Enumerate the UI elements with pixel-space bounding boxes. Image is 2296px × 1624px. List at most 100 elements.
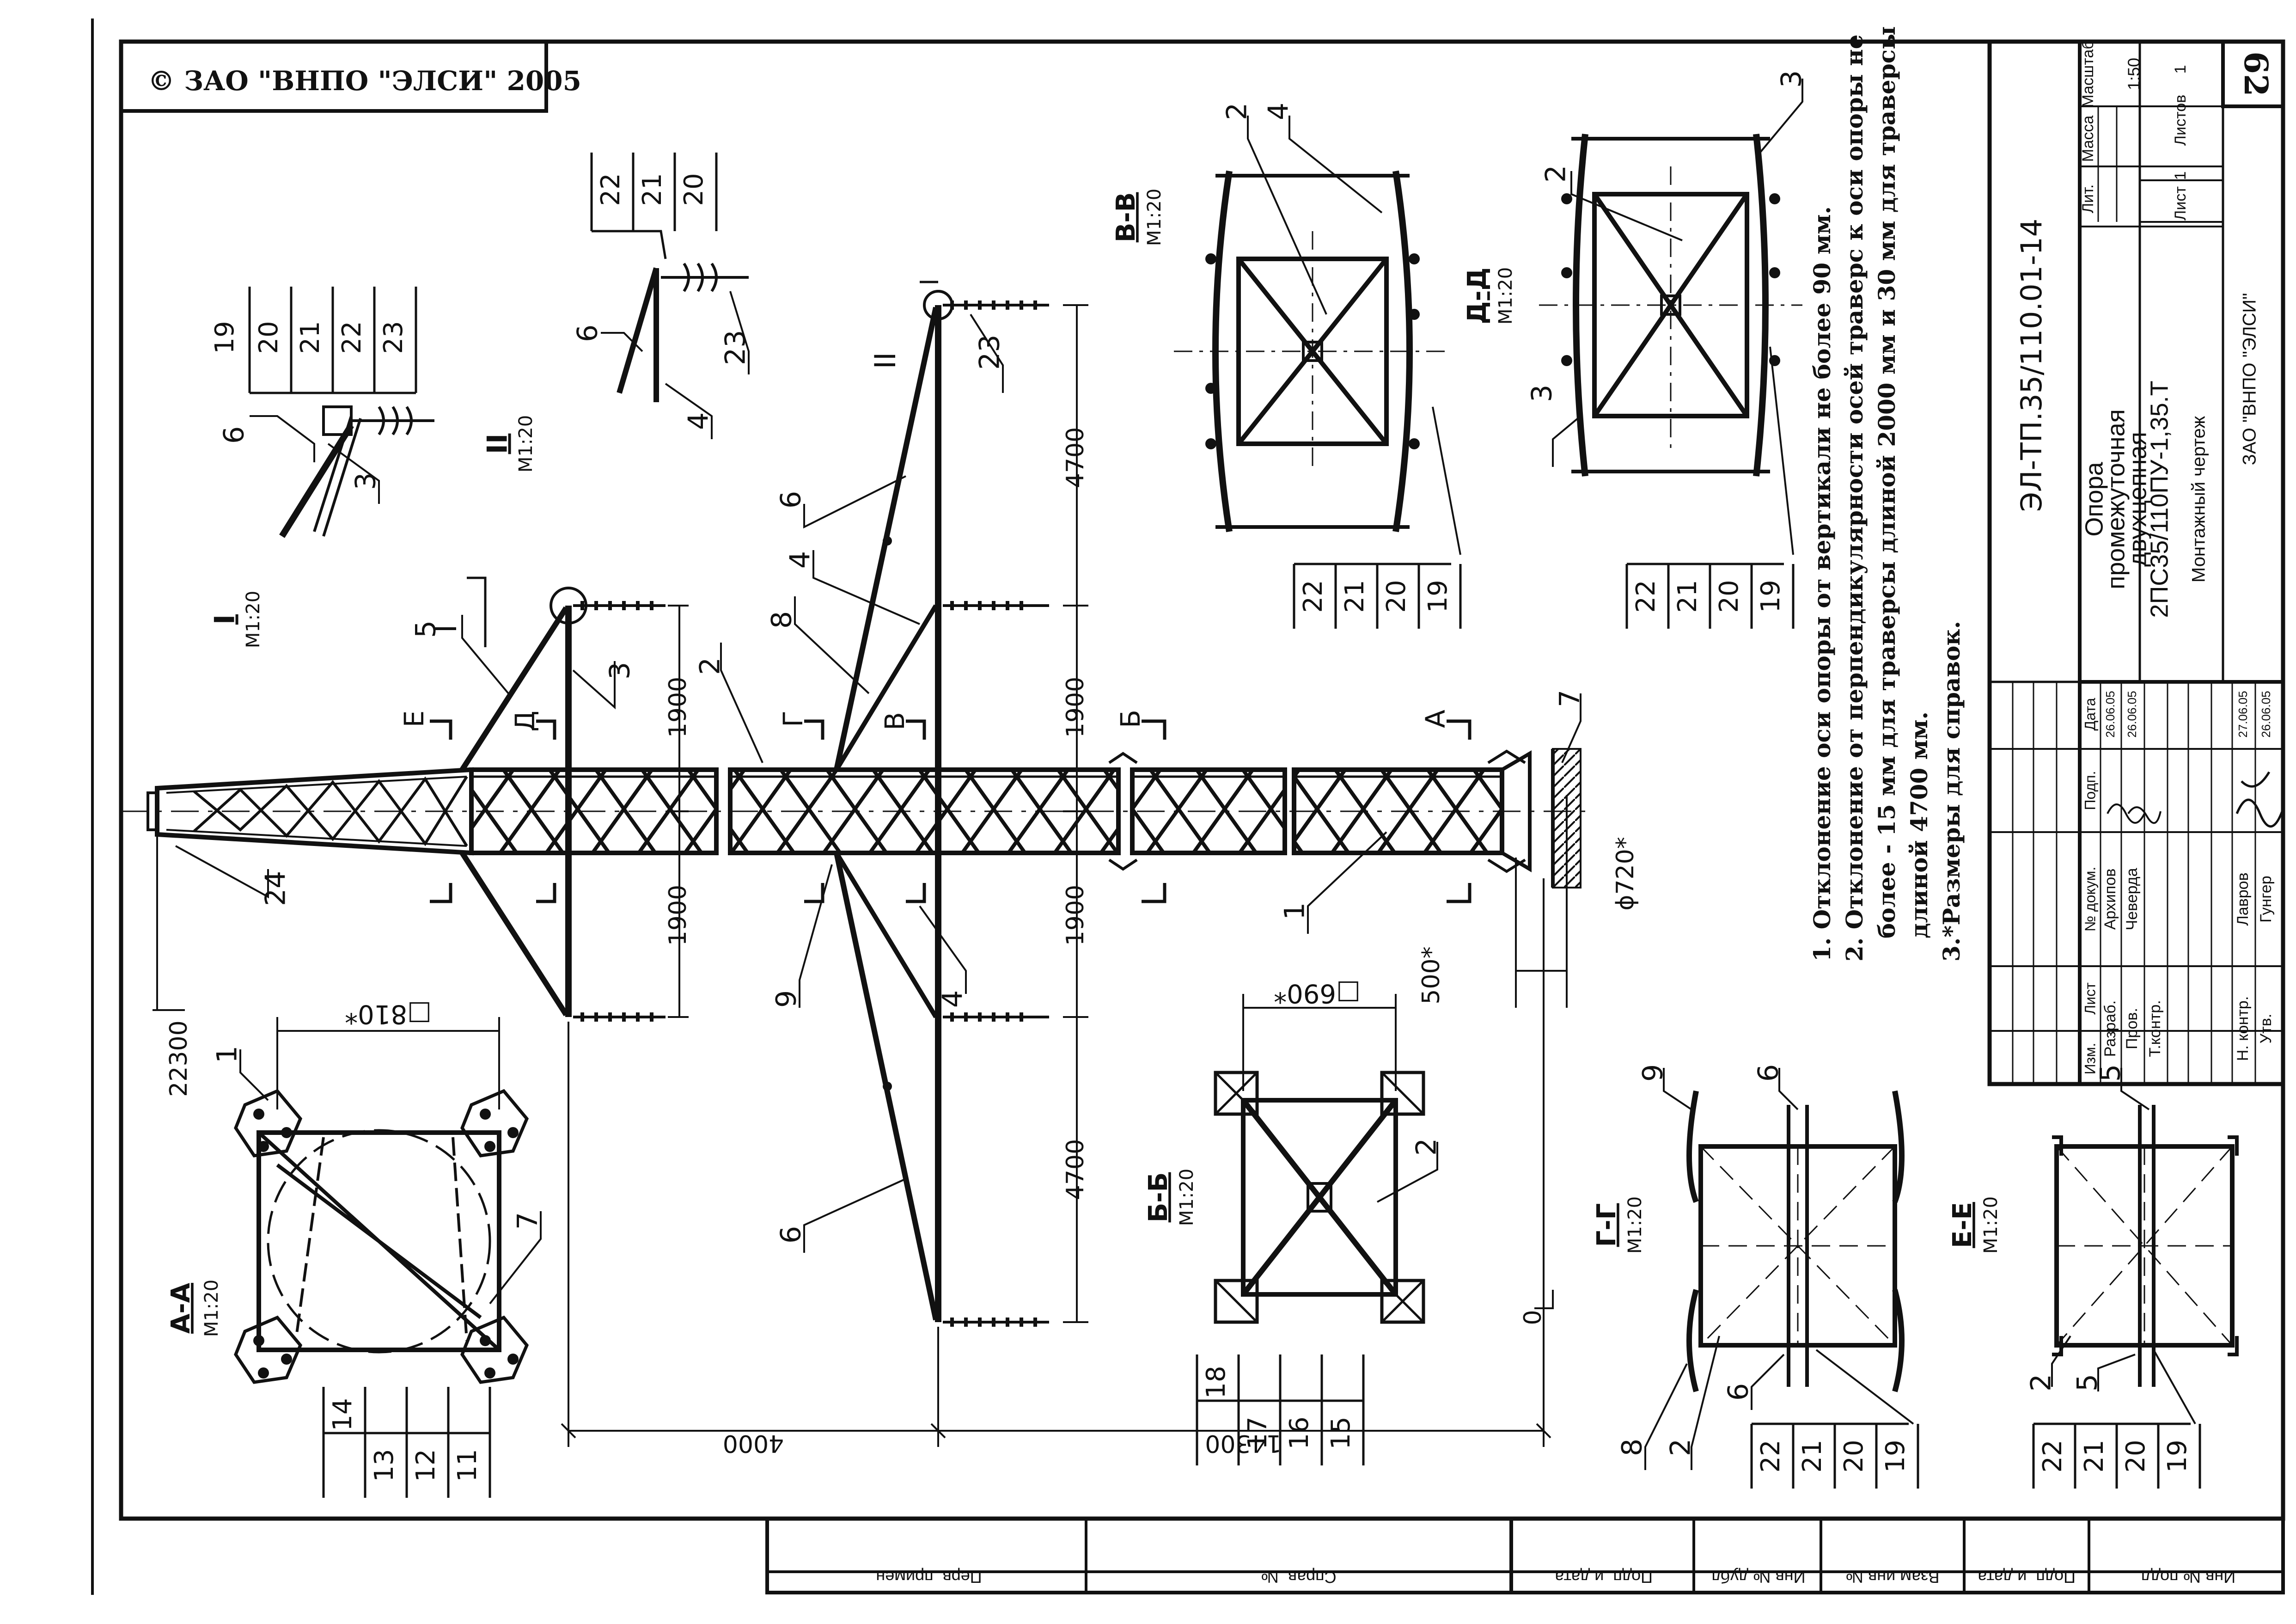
stamp-podp-data-2: Подп. и дата (1554, 1568, 1653, 1587)
stamp-strip: Инв.№ подл. Подп. и дата Взам.инв.№ Инв.… (765, 1519, 2285, 1594)
stamp-inv-dubl: Инв.№ дубл. (1707, 1568, 1806, 1587)
cut-mark-v: В (879, 712, 910, 730)
dim-0: 0 (1519, 1310, 1547, 1325)
date-checker: 26.06.05 (2125, 691, 2139, 737)
node-i-callout-3: 3 (350, 472, 382, 490)
vv-scale: М1:20 (1144, 189, 1165, 246)
cut-mark-a: А (1420, 710, 1451, 728)
scale-header: Масштаб (2079, 40, 2097, 107)
sheet-label: Лист (2172, 186, 2189, 221)
callout-3: 3 (604, 662, 636, 680)
title-line: промежуточная (2102, 409, 2130, 589)
node-mark-ii: II (868, 352, 902, 369)
dd-table-cell: 20 (1714, 580, 1744, 613)
dd-table-cell: 22 (1631, 580, 1661, 613)
vv-table: 22 21 20 19 (1293, 406, 1462, 629)
bb-table-cell: 15 (1326, 1416, 1356, 1449)
gg-callout-9: 9 (1637, 1064, 1669, 1082)
callout-7: 7 (1554, 690, 1586, 707)
bb-table-cell: 16 (1284, 1416, 1314, 1449)
vv-callout-4: 4 (1263, 103, 1295, 120)
role-approver: Утв. (2257, 1014, 2275, 1044)
gg-callout-6-bottom: 6 (1722, 1383, 1755, 1401)
scale-value: 1:50 (2125, 58, 2143, 90)
sheets-value: 1 (2172, 65, 2189, 74)
callout-6-upper: 6 (775, 491, 807, 509)
dim-14300: 14300 (1205, 1429, 1281, 1457)
aa-title: А-А (166, 1282, 196, 1334)
node-ii-table-cell: 22 (596, 173, 626, 206)
dd-callout-3-top: 3 (1776, 70, 1808, 88)
node-ii-title: II (482, 434, 514, 454)
cut-mark-b: Б (1115, 710, 1146, 728)
aa-callout-7: 7 (512, 1212, 544, 1230)
drawing-code: ЭЛ-ТП.35/110.01-14 (2015, 219, 2048, 512)
title-line: двухцепная (2124, 432, 2151, 567)
ee-table-cell: 20 (2121, 1440, 2151, 1472)
aa-table-cell: 11 (452, 1449, 482, 1482)
node-i-table-cell: 19 (210, 321, 240, 354)
bb-table-cell: 18 (1201, 1366, 1231, 1398)
aa-dim: □810* (345, 999, 432, 1029)
dim-500: 500* (1417, 946, 1445, 1004)
role-checker: Пров. (2123, 1008, 2141, 1049)
node-ii-table-cell: 21 (637, 173, 667, 206)
aa-callout-1: 1 (211, 1046, 244, 1063)
node-i-title: I (209, 614, 241, 625)
ee-table-cell: 22 (2038, 1440, 2068, 1472)
gg-scale: М1:20 (1624, 1196, 1646, 1254)
callout-9: 9 (770, 990, 803, 1008)
dd-title: Д-Д (1462, 268, 1492, 325)
section-ee: 5 2 5 Е-Е М1:20 22 21 20 19 (1948, 1064, 2239, 1489)
col-header-sign: Подп. (2082, 771, 2098, 810)
node-ii-scale: М1:20 (515, 415, 537, 472)
main-callouts: 24 5 3 2 8 4 6 6 9 4 1 7 23 (175, 313, 1586, 1253)
name-norm-control: Лавров (2234, 872, 2252, 925)
ee-title: Е-Е (1948, 1202, 1978, 1248)
node-i-scale: М1:20 (243, 591, 264, 648)
callout-4-lower: 4 (937, 990, 969, 1008)
gg-table-cell: 21 (1797, 1440, 1827, 1472)
callout-2: 2 (694, 657, 727, 675)
gg-callout-6-top: 6 (1753, 1064, 1785, 1082)
dd-table-cell: 19 (1756, 580, 1786, 613)
gg-title: Г-Г (1592, 1203, 1622, 1247)
name-approver: Гунгер (2257, 876, 2275, 922)
note-line: 3.*Размеры для справок. (1938, 621, 1965, 962)
dim-1900-upper-short: 1900 (664, 677, 692, 738)
vv-table-cell: 21 (1340, 580, 1370, 613)
signature-scribble (2107, 803, 2162, 824)
name-developer: Архипов (2101, 869, 2119, 930)
drawing-type: Монтажный чертеж (2189, 416, 2209, 582)
section-aa: □810* 1 7 А-А М1:20 14 13 12 11 (166, 999, 544, 1498)
node-ii-table: 22 21 20 (590, 153, 718, 259)
sheet-value: 1 (2172, 172, 2189, 180)
stamp-perv-primen: Перв. примен. (871, 1568, 982, 1587)
date-developer: 26.06.05 (2103, 691, 2117, 737)
cut-marks: Е Д Г В Б А I II (398, 281, 1472, 903)
cut-mark-g: Г (777, 711, 809, 727)
node-ii-callout-23: 23 (720, 330, 752, 365)
dd-callout-2: 2 (1540, 165, 1572, 183)
title-block: ЭЛ-ТП.35/110.01-14 Опора промежуточная д… (1987, 39, 2285, 1086)
col-header-doc: № докум. (2082, 867, 2098, 932)
stamp-podp-data-1: Подп. и дата (1977, 1568, 2076, 1587)
ee-callout-2: 2 (2025, 1374, 2058, 1391)
ee-table-cell: 21 (2079, 1440, 2109, 1472)
gg-callout-2: 2 (1665, 1439, 1697, 1456)
col-header-date: Дата (2082, 698, 2098, 730)
dd-callout-3-bottom: 3 (1526, 385, 1558, 402)
bb-table-cell: 17 (1243, 1416, 1273, 1449)
bb-callout-2: 2 (1411, 1138, 1443, 1156)
section-bb: □690* 2 Б-Б М1:20 18 17 16 15 (1143, 978, 1443, 1465)
node-ii-callout-4: 4 (683, 412, 715, 430)
ee-callout-5-bottom: 5 (2071, 1374, 2104, 1391)
note-line: 2. Отклонение от перпендикулярности осей… (1841, 34, 1868, 962)
vv-table-cell: 22 (1298, 580, 1328, 613)
main-view: 1900 1900 4700 1900 1900 4700 4000 14300… (120, 281, 1639, 1457)
node-ii-table-cell: 20 (679, 173, 709, 206)
page-number: 62 (2237, 51, 2275, 96)
bb-title: Б-Б (1143, 1172, 1173, 1223)
dd-table: 22 21 20 19 (1625, 346, 1795, 629)
